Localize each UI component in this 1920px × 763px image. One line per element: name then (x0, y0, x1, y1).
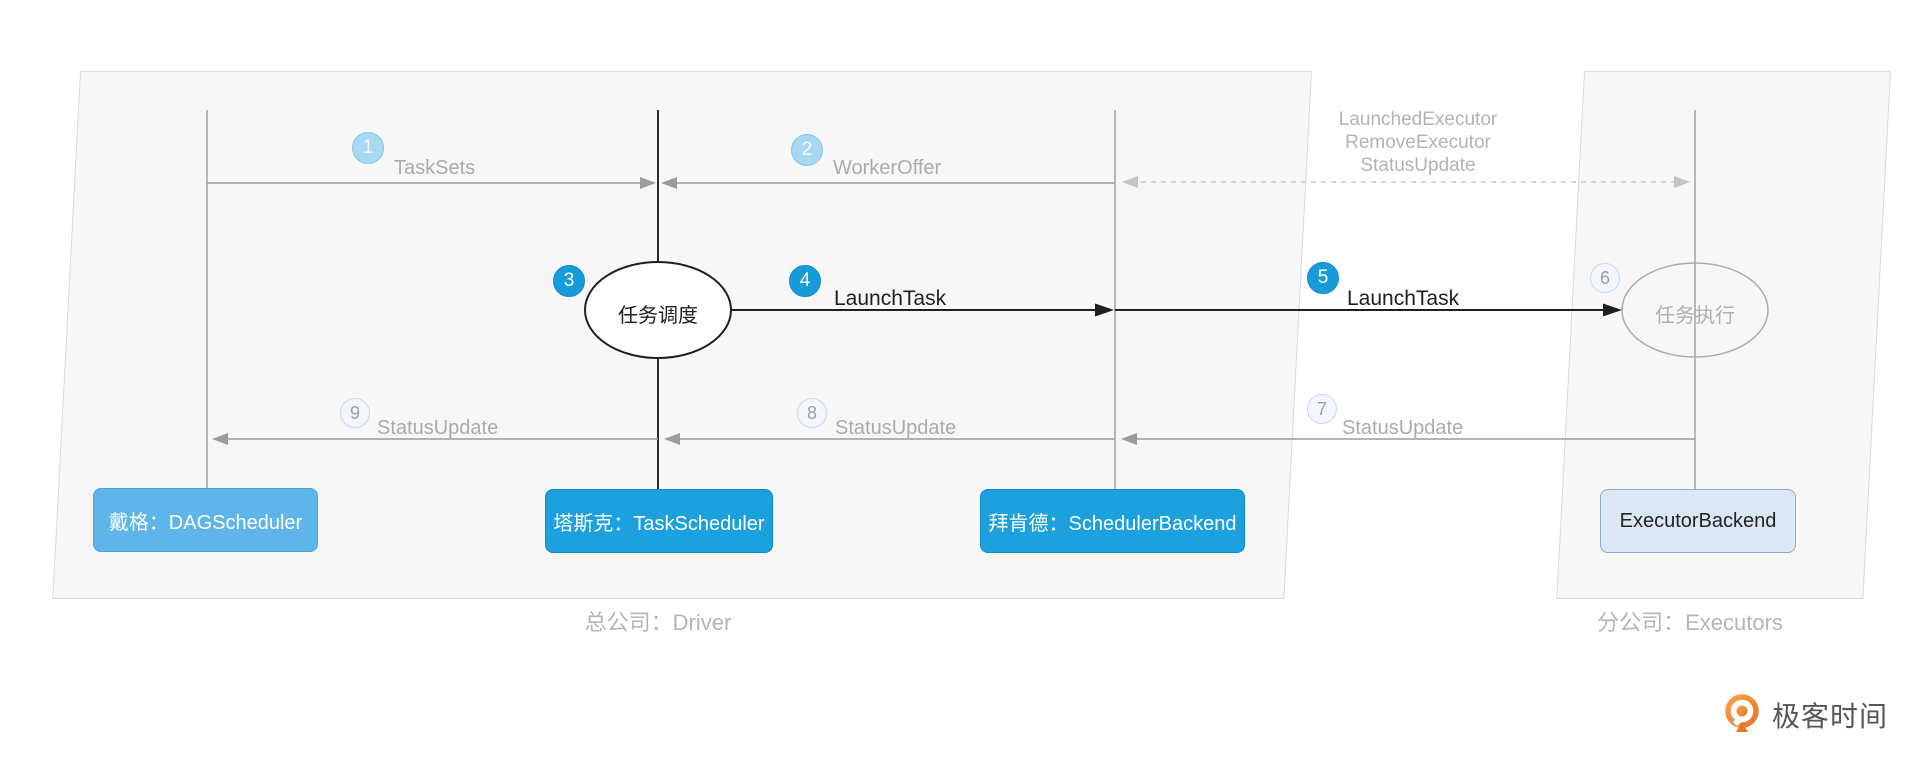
workeroffer-arrowhead-icon (661, 177, 677, 189)
executor-events-note-line2: RemoveExecutor (1345, 132, 1491, 153)
step-3-badge: 3 (553, 265, 585, 297)
statusupdate-9-label: StatusUpdate (377, 417, 499, 439)
taskscheduler-box: 塔斯克：TaskScheduler (545, 489, 773, 553)
tasksets-label: TaskSets (394, 157, 476, 179)
step-6-badge: 6 (1590, 263, 1620, 293)
statusupdate-9-arrowhead-icon (212, 433, 228, 445)
workeroffer-label: WorkerOffer (833, 157, 942, 179)
step-2-badge: 2 (791, 134, 823, 166)
step-9-badge: 9 (340, 398, 370, 428)
launchtask-5-label: LaunchTask (1347, 287, 1460, 310)
statusupdate-7-label: StatusUpdate (1342, 417, 1464, 439)
executor-events-note: LaunchedExecutor RemoveExecutor StatusUp… (1318, 108, 1518, 177)
executor-events-note-line3: StatusUpdate (1360, 155, 1476, 176)
launchtask-4-label: LaunchTask (834, 287, 947, 310)
launchtask-5-arrowhead-icon (1603, 303, 1622, 317)
executor-events-right-arrowhead-icon (1674, 176, 1690, 188)
geektime-logo-icon (1725, 694, 1759, 732)
step-8-badge: 8 (797, 398, 827, 428)
schedulerbackend-box: 拜肯德：SchedulerBackend (980, 489, 1245, 553)
tasksets-arrowhead-icon (640, 177, 656, 189)
statusupdate-7-arrowhead-icon (1121, 433, 1137, 445)
launchtask-4-arrowhead-icon (1095, 303, 1114, 317)
driver-panel-caption: 总公司：Driver (584, 610, 732, 635)
executors-panel-caption: 分公司：Executors (1597, 610, 1783, 635)
task-scheduling-label: 任务调度 (618, 305, 698, 327)
step-5-badge: 5 (1307, 262, 1339, 294)
step-4-badge: 4 (789, 265, 821, 297)
executor-events-note-line1: LaunchedExecutor (1338, 109, 1498, 130)
geektime-logo: 极客时间 (1722, 692, 1888, 738)
executorbackend-box: ExecutorBackend (1600, 489, 1796, 553)
task-execution-label: 任务执行 (1655, 305, 1735, 327)
executor-events-left-arrowhead-icon (1122, 176, 1138, 188)
statusupdate-8-label: StatusUpdate (835, 417, 957, 439)
geektime-logo-text: 极客时间 (1772, 701, 1889, 732)
task-scheduling-node (584, 261, 732, 359)
statusupdate-8-arrowhead-icon (664, 433, 680, 445)
step-1-badge: 1 (352, 132, 384, 164)
dagscheduler-box: 戴格：DAGScheduler (93, 488, 318, 552)
step-7-badge: 7 (1307, 394, 1337, 424)
task-execution-node (1621, 262, 1769, 358)
